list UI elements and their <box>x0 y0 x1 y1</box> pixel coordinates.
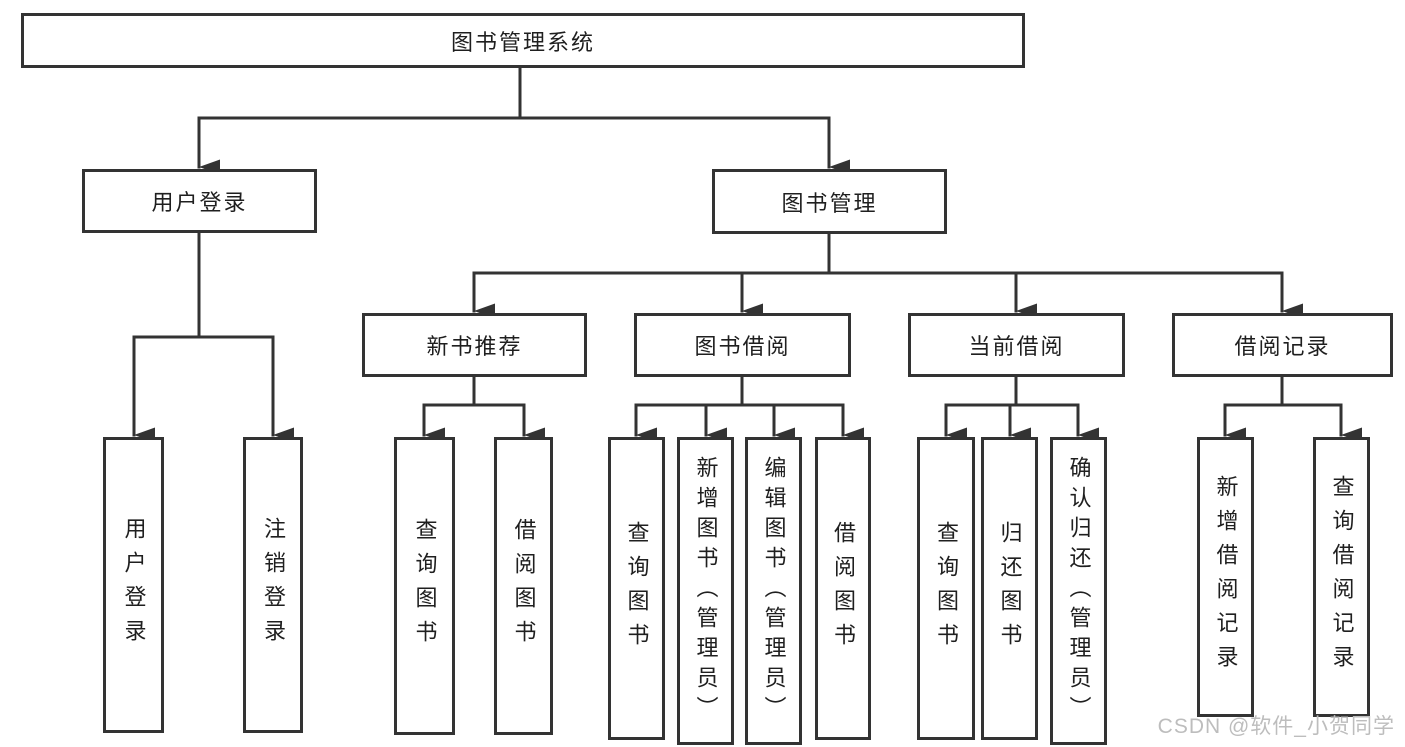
node-new-book-recommend-label: 新书推荐 <box>426 334 523 359</box>
leaf-nb-borrow-books-label: 借阅图书 <box>511 518 537 654</box>
node-borrow-records-label: 借阅记录 <box>1234 334 1331 359</box>
node-root: 图书管理系统 <box>21 13 1025 68</box>
node-borrow-records: 借阅记录 <box>1172 313 1393 377</box>
node-current-borrowing-label: 当前借阅 <box>968 334 1065 359</box>
leaf-bb-add-books-admin-label: 新增图书（管理员） <box>693 456 719 726</box>
leaf-nb-query-books: 查询图书 <box>394 437 455 735</box>
leaf-logout: 注销登录 <box>243 437 303 733</box>
node-book-management-label: 图书管理 <box>781 190 878 216</box>
leaf-bb-borrow-books-label: 借阅图书 <box>831 520 856 657</box>
leaf-bb-query-books-label: 查询图书 <box>624 520 650 657</box>
node-new-book-recommend: 新书推荐 <box>362 313 587 377</box>
leaf-logout-label: 注销登录 <box>261 517 286 653</box>
leaf-bb-edit-books-admin-label: 编辑图书（管理员） <box>761 456 787 726</box>
leaf-cb-query-books: 查询图书 <box>917 437 975 740</box>
leaf-bb-borrow-books: 借阅图书 <box>815 437 871 740</box>
leaf-br-add-record: 新增借阅记录 <box>1197 437 1254 717</box>
leaf-cb-query-books-label: 查询图书 <box>934 520 959 657</box>
leaf-bb-query-books: 查询图书 <box>608 437 665 740</box>
leaf-cb-return-books-label: 归还图书 <box>997 520 1023 657</box>
leaf-bb-add-books-admin: 新增图书（管理员） <box>677 437 734 745</box>
leaf-cb-return-books: 归还图书 <box>981 437 1038 740</box>
node-book-borrowing: 图书借阅 <box>634 313 851 377</box>
leaf-cb-confirm-return-admin-label: 确认归还（管理员） <box>1066 456 1092 726</box>
leaf-nb-borrow-books: 借阅图书 <box>494 437 553 735</box>
node-book-management: 图书管理 <box>712 169 947 234</box>
leaf-br-add-record-label: 新增借阅记录 <box>1213 475 1239 679</box>
leaf-user-login: 用户登录 <box>103 437 164 733</box>
leaf-cb-confirm-return-admin: 确认归还（管理员） <box>1050 437 1107 745</box>
node-user-login: 用户登录 <box>82 169 317 233</box>
leaf-br-query-record-label: 查询借阅记录 <box>1329 475 1355 679</box>
leaf-br-query-record: 查询借阅记录 <box>1313 437 1370 717</box>
leaf-bb-edit-books-admin: 编辑图书（管理员） <box>745 437 802 745</box>
node-book-borrowing-label: 图书借阅 <box>694 334 791 359</box>
csdn-watermark: CSDN @软件_小贺同学 <box>1157 715 1395 738</box>
node-user-login-label: 用户登录 <box>151 190 248 215</box>
leaf-nb-query-books-label: 查询图书 <box>412 518 438 654</box>
node-root-label: 图书管理系统 <box>450 29 595 55</box>
node-current-borrowing: 当前借阅 <box>908 313 1125 377</box>
leaf-user-login-label: 用户登录 <box>121 517 147 653</box>
